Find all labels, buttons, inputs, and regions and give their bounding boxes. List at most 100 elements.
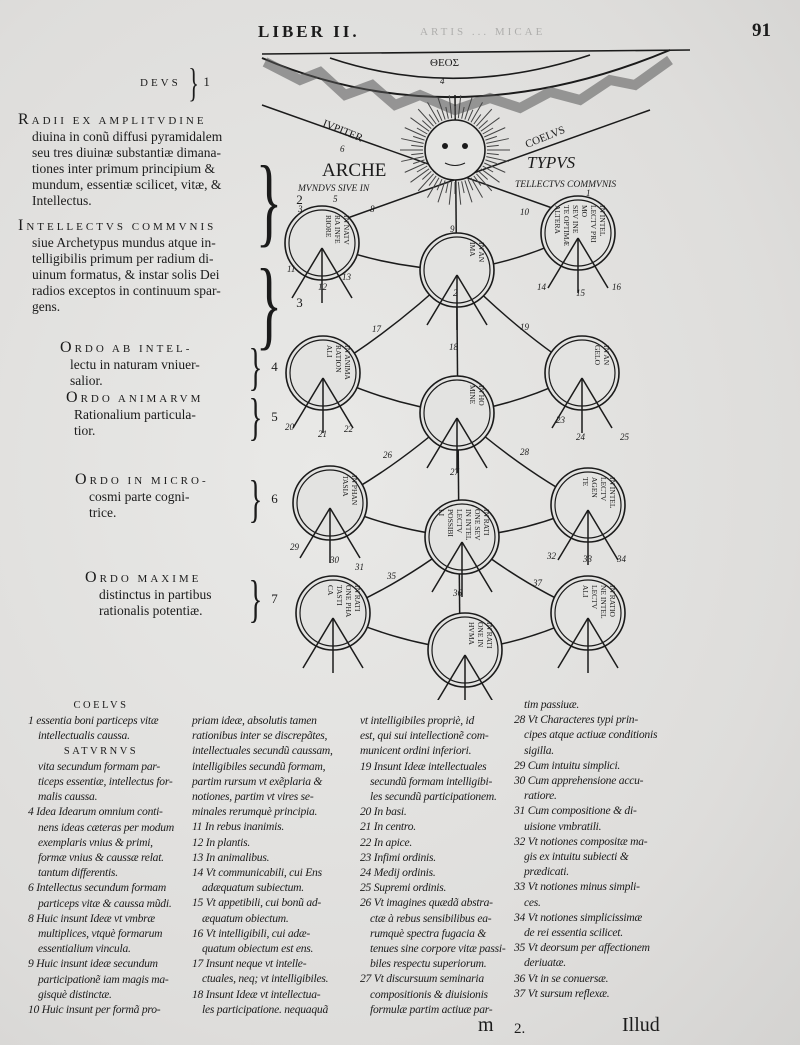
diagram-number-label: 22 [344, 424, 354, 434]
note-line: de rei essentia scilicet. [524, 926, 623, 940]
sun-ray [417, 173, 434, 192]
note-line: gisquè distinctæ. [38, 987, 112, 1001]
brace-6: } 6 [248, 471, 278, 528]
cone-ray-line [461, 541, 493, 593]
cone-ray-line [426, 274, 458, 326]
cloud-hatching [262, 55, 673, 116]
note-line: compositionis & diuisionis [370, 987, 488, 1001]
sphere-label: IN ANIMA [343, 345, 352, 380]
heaven-arc-inner [329, 54, 591, 80]
diagram-number-label: 33 [582, 554, 593, 564]
label-deus: DEVS }1 [140, 60, 210, 105]
note-line: 8 Huic insunt Ideæ vt vmbræ [28, 911, 155, 925]
diagram-number-label: 21 [318, 429, 327, 439]
sun-ray [480, 117, 500, 132]
diagram-number-label: 24 [576, 432, 586, 442]
heaven-top-line [261, 49, 691, 55]
sphere-label: AGEN [590, 477, 599, 498]
sphere-label: LECTV [455, 509, 464, 534]
sun-ray [486, 144, 499, 148]
note-line: 33 Vt notiones minus simpli- [514, 880, 640, 894]
cone-ray-line [547, 237, 579, 289]
sun-ray [417, 108, 434, 127]
sphere-label: TASTI [335, 585, 344, 606]
sphere-label: RA INFE [333, 215, 342, 244]
note-line: ticeps essentiæ, intellectus for- [38, 775, 173, 789]
jupiter-label: IVPITER [321, 118, 365, 145]
sun-ray [412, 159, 425, 165]
note-line: minales rerumquè principia. [192, 805, 318, 819]
cone-ray-line [437, 654, 466, 700]
note-line: 19 Insunt Ideæ intellectuales [360, 759, 487, 773]
diagram-number-label: 25 [620, 432, 630, 442]
sun-ray [476, 108, 493, 127]
note-line: 24 Medij ordinis. [360, 866, 436, 880]
note-line: biles respectu superiorum. [370, 957, 487, 971]
sun-ray [484, 162, 506, 173]
margin-label-line: trice. [89, 505, 117, 520]
mundus-label: MVNDVS SIVE IN [297, 184, 370, 194]
note-line: cipes atque actiuæ conditionis [524, 728, 658, 742]
sun-ray [457, 95, 462, 119]
diagram-number-label: 29 [290, 542, 300, 552]
cone-ray-line [299, 507, 331, 559]
note-line: exemplaris vnius & primi, [38, 835, 153, 849]
sphere-label: IN RATI [485, 622, 494, 649]
cone-ray-line [587, 509, 619, 561]
margin-label-line: tiones inter primum principium & [32, 161, 215, 176]
diagram-number-label: 8 [370, 204, 375, 214]
page-number: 91 [752, 20, 771, 41]
note-line: priam ideæ, absolutis tamen [192, 714, 317, 727]
brace-1: }1 [188, 60, 210, 105]
sun-ray [485, 159, 498, 165]
note-line: 11 In rebus inanimis. [192, 820, 285, 834]
sun-ray [473, 175, 482, 186]
note-line: nens ideas cæteras per modum [38, 820, 174, 834]
diagram-number-label: 36 [452, 588, 463, 598]
note-line: sigilla. [524, 743, 554, 757]
note-line: 26 Vt imagines quædã abstra- [360, 896, 493, 910]
signature-number: 2. [514, 1021, 526, 1037]
sun-ray [480, 168, 500, 183]
sun-ray [416, 165, 428, 173]
diagram-number-label: 35 [386, 571, 397, 581]
margin-label-title: ORDO MAXIME [85, 569, 202, 586]
sphere-label: IN INTEL [608, 477, 617, 509]
diagram-number-label: 9 [450, 224, 455, 234]
note-line: ctuales, neq; vt intelligibiles. [202, 972, 329, 986]
diagram-number-label: 19 [520, 322, 530, 332]
note-line: tenues sine corpore vitæ passi- [370, 942, 506, 956]
note-line: 16 Vt intelligibili, cui adæ- [192, 926, 311, 940]
note-line: 23 Infimi ordinis. [360, 850, 436, 864]
note-line: gis ex intuitu subiecti & [524, 850, 629, 864]
margin-label-line: lectu in naturam vniuer- [70, 357, 200, 372]
diagram-number-label: 15 [576, 288, 586, 298]
margin-label-line: radios exceptos in continuum spar- [32, 283, 221, 298]
sun-ray [467, 109, 474, 121]
sun-ray [478, 171, 489, 180]
sphere-label: SEV INE [571, 205, 580, 234]
sun-ray [416, 127, 428, 135]
sun-ray [457, 181, 462, 205]
diagram-number-label: 14 [537, 282, 547, 292]
note-line: intelligibiles secundũ formam, [192, 759, 326, 773]
cone-ray-line [329, 507, 361, 559]
sun-ray [448, 181, 453, 205]
archetypus-left: ARCHE [322, 160, 386, 181]
diagram-number-label: 12 [318, 282, 328, 292]
diagram-number-label: 13 [342, 272, 352, 282]
sphere-label: POSSIBI [446, 509, 455, 537]
note-line: rumquè spectra fugacia & [370, 926, 487, 940]
note-heading: SATVRNVS [63, 745, 139, 757]
sphere-label: MINE [468, 385, 477, 405]
note-line: 32 Vt notiones compositæ ma- [514, 834, 648, 848]
archetypus-right: TYPVS [527, 153, 576, 172]
note-line: 27 Vt discursuum seminaria [360, 972, 484, 986]
note-line: 17 Insunt neque vt intelle- [192, 957, 307, 971]
sun-ray [486, 156, 509, 162]
diagram-number-label: 34 [616, 554, 627, 564]
